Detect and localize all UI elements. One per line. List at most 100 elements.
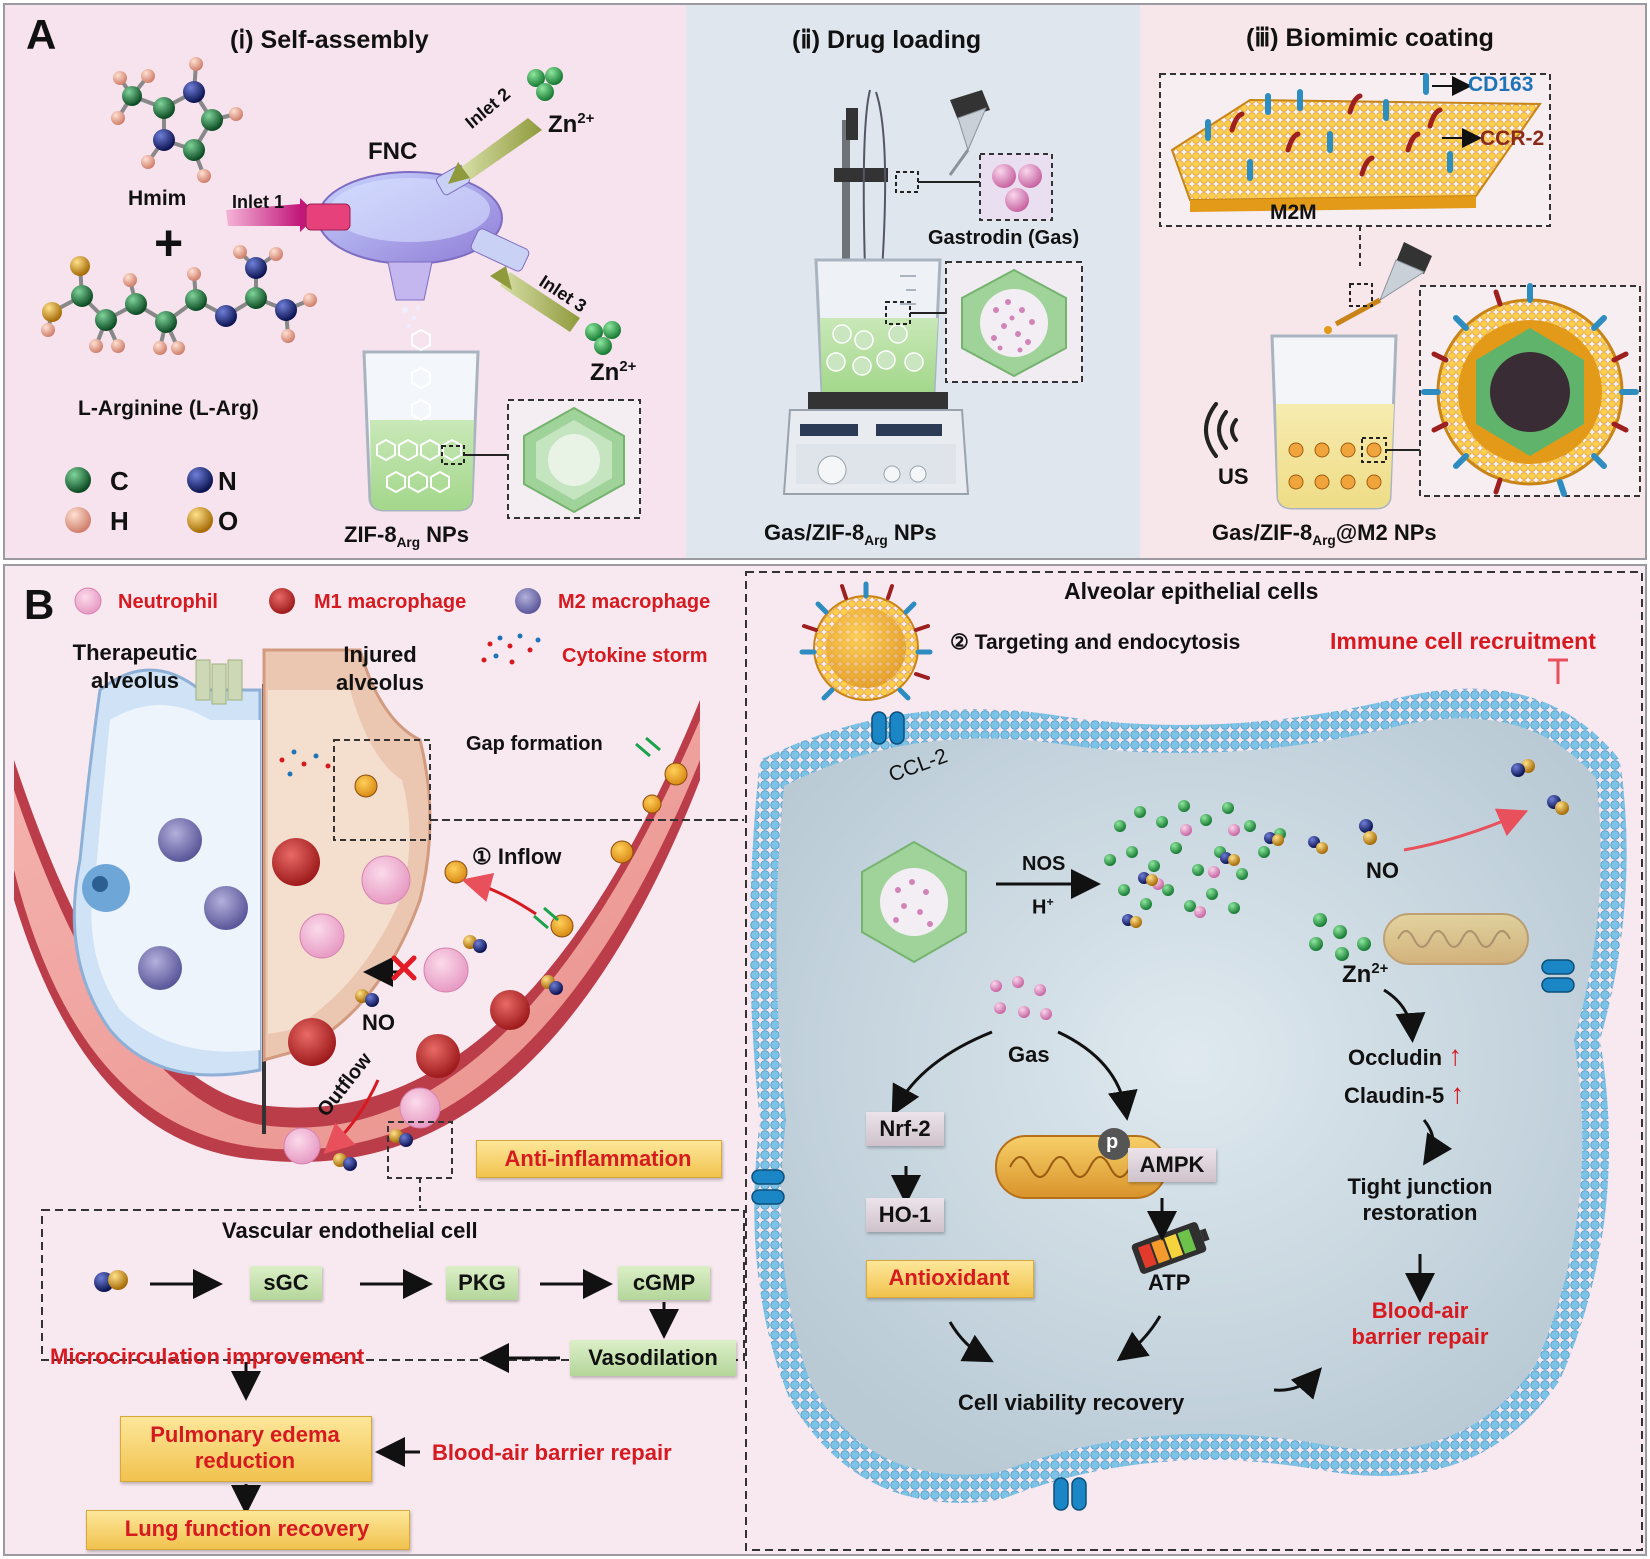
immune-recruitment-label: Immune cell recruitment (1330, 628, 1596, 654)
panel-a-letter: A (26, 11, 57, 58)
inlet1-label: Inlet 1 (232, 192, 285, 212)
coating-beaker (1270, 334, 1420, 510)
vascular-title: Vascular endothelial cell (222, 1218, 478, 1243)
plus-sign: + (154, 215, 184, 271)
zn-ions-bottom (585, 321, 621, 355)
coated-nanoparticle-inset (1419, 283, 1641, 497)
atp-label: ATP (1148, 1270, 1191, 1295)
anti-inflammation-label: Anti-inflammation (504, 1146, 692, 1171)
pkg-label: PKG (458, 1270, 506, 1295)
zn-bottom-label: Zn2+ (590, 358, 637, 386)
cgmp-box (618, 1266, 710, 1300)
zn-ions-cell (1309, 913, 1371, 961)
therapeutic-label-1: Therapeutic (72, 640, 198, 665)
gap-formation-label: Gap formation (466, 733, 603, 755)
claudin-label: Claudin-5 ↑ (1344, 1078, 1465, 1109)
hmim-molecule (111, 57, 243, 183)
inflow-label: ① Inflow (472, 844, 562, 869)
nos-label: NOS (1022, 853, 1066, 875)
no-right-label: NO (1366, 858, 1399, 883)
l-arginine-label: L-Arginine (L-Arg) (78, 397, 259, 420)
cell-viability-label: Cell viability recovery (958, 1390, 1185, 1415)
blood-air-left-label: Blood-air barrier repair (432, 1440, 672, 1465)
antioxidant-label: Antioxidant (888, 1265, 1010, 1290)
gas-zif-m2-np-label: Gas/ZIF-8Arg@M2 NPs (1212, 520, 1437, 548)
atom-legend (65, 467, 213, 533)
ccr2-label: CCR-2 (1480, 127, 1545, 150)
legend-m2: M2 macrophage (558, 591, 711, 613)
vasodilation-label: Vasodilation (588, 1345, 718, 1370)
barrier-repair-label-2: barrier repair (1351, 1324, 1489, 1349)
zoom-box (333, 739, 431, 841)
sgc-box (250, 1266, 322, 1300)
nrf2-label: Nrf-2 (879, 1116, 931, 1141)
antioxidant-box (866, 1260, 1034, 1298)
degrading-crystal (861, 840, 967, 964)
gas-zif-np-label: Gas/ZIF-8Arg NPs (764, 520, 937, 548)
legend-c: C (110, 466, 129, 496)
gas-label: Gas (1008, 1042, 1050, 1067)
m2-macrophages-therapeutic (138, 818, 248, 990)
therapeutic-label-2: alveolus (90, 668, 180, 693)
fnc-device (226, 164, 530, 328)
ho1-label: HO-1 (878, 1202, 932, 1227)
blocked-x (391, 955, 417, 981)
panel-b-letter: B (24, 581, 55, 628)
step1-title: (ⅰ) Self-assembly (230, 26, 429, 54)
zn-top-label: Zn2+ (548, 110, 595, 138)
nanoparticles-vessel (354, 762, 688, 938)
edema-label-1: Pulmonary edema (150, 1422, 340, 1447)
no-left-label: NO (362, 1010, 395, 1035)
no-molecule-icon (94, 1270, 128, 1292)
h-plus-label: H+ (1032, 895, 1054, 919)
legend-n: N (218, 466, 237, 496)
m1-macrophages-injured (272, 838, 530, 1078)
targeting-label: ② Targeting and endocytosis (950, 631, 1241, 654)
sgc-label: sGC (263, 1270, 309, 1295)
cell-legend (74, 587, 541, 665)
m2m-membrane-inset (1159, 73, 1551, 227)
legend-m1: M1 macrophage (314, 591, 467, 613)
ampk-label: AMPK (1139, 1152, 1205, 1177)
pkg-box (446, 1266, 518, 1300)
cytokines-injured (279, 749, 331, 777)
vascular-arrows (150, 1269, 679, 1515)
ultrasound-icon (1204, 402, 1238, 458)
step3-title: (ⅲ) Biomimic coating (1246, 24, 1494, 52)
inhibition-symbol (1548, 658, 1568, 684)
hmim-label: Hmim (128, 187, 187, 210)
legend-neutrophil: Neutrophil (118, 591, 218, 613)
mitochondrion-top (1383, 913, 1529, 965)
ho1-box (866, 1198, 944, 1232)
inlet2-arrow (448, 118, 542, 184)
inlet3-arrow (490, 266, 580, 332)
anti-inflammation-box (476, 1140, 722, 1178)
step2-title: (ⅱ) Drug loading (792, 26, 982, 54)
zn-ions-top (527, 67, 563, 101)
microcirculation-label: Microcirculation improvement (50, 1344, 365, 1369)
zif-np-label: ZIF-8Arg NPs (344, 522, 469, 550)
zif-beaker (362, 328, 508, 512)
lung-function-box (86, 1510, 410, 1550)
alveolar-macrophage (82, 864, 130, 912)
membrane-receptors (751, 711, 1575, 1511)
p-label: p (1106, 1131, 1119, 1153)
legend-o: O (218, 506, 239, 536)
alveolar-epithelial-box (745, 571, 1643, 1551)
m2m-label: M2M (1270, 201, 1317, 224)
zif-crystal-inset (507, 399, 641, 519)
gastrodin-label: Gastrodin (Gas) (928, 227, 1080, 249)
dropper-a2 (895, 90, 990, 193)
therapeutic-epithelium (195, 659, 243, 705)
tight-junction-label-1: Tight junction (1347, 1174, 1493, 1199)
legend-h: H (110, 506, 129, 536)
injured-label-1: Injured (343, 642, 417, 667)
us-label: US (1218, 464, 1249, 489)
vascular-endothelial-box (41, 1209, 745, 1361)
occludin-label: Occludin ↑ (1348, 1040, 1463, 1071)
injured-label-2: alveolus (335, 670, 425, 695)
inlet1-arrow (226, 204, 300, 226)
l-arginine-molecule (41, 245, 317, 355)
stirrer-apparatus (782, 89, 970, 495)
